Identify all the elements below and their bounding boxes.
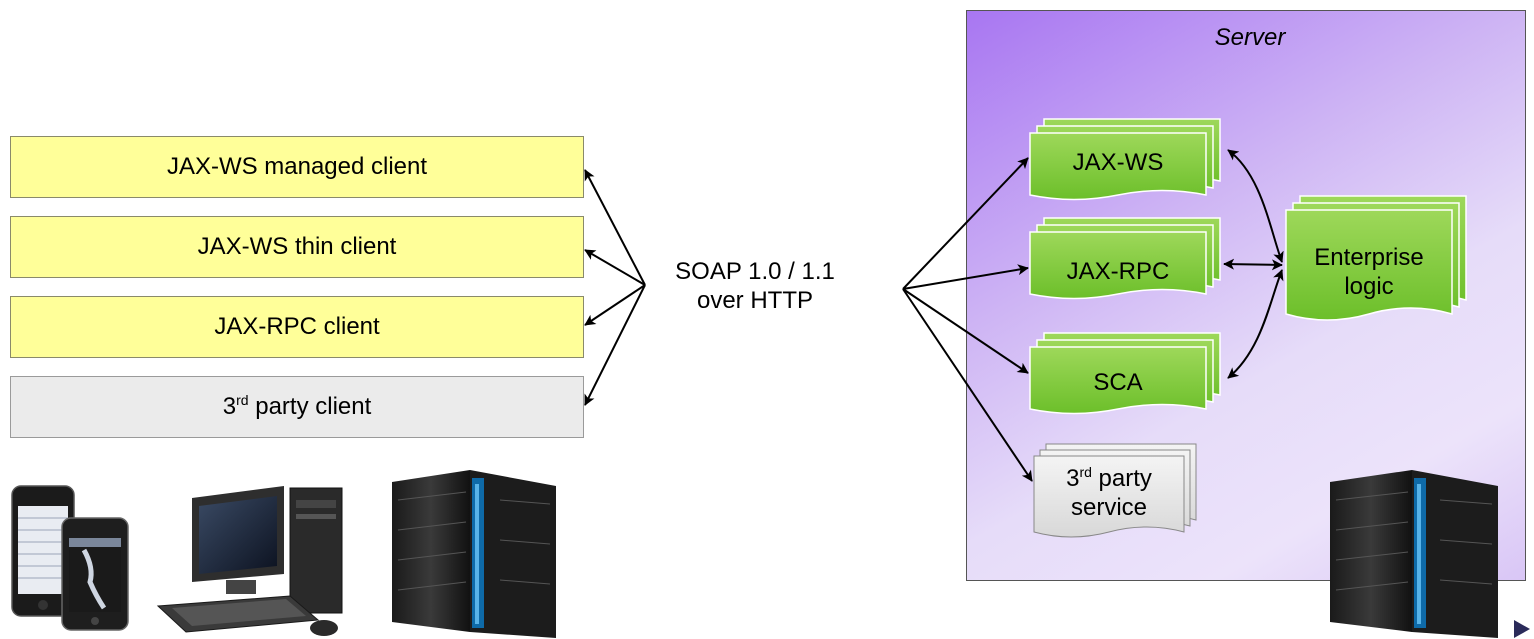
jaxrpc-service-label: JAX-RPC: [1066, 257, 1170, 285]
client-jaxrpc: JAX-RPC client: [10, 296, 584, 358]
mainframe-icon: [392, 470, 556, 638]
arrow-to-managed-client: [584, 169, 646, 286]
server-title: Server: [1214, 24, 1286, 51]
client-label: JAX-WS managed client: [166, 153, 428, 180]
arrow-sca-logic: [1227, 269, 1284, 379]
client-jaxws-thin: JAX-WS thin client: [10, 216, 584, 278]
jaxws-service-label: JAX-WS: [1072, 148, 1164, 176]
mainframe-icon: [1330, 470, 1498, 638]
arrow-to-thin-client: [584, 249, 646, 286]
client-label: JAX-WS thin client: [197, 233, 397, 260]
smartphone-icon: [11, 485, 129, 631]
arrow-jaxws-logic: [1227, 149, 1284, 263]
service-arrows: [902, 157, 1033, 482]
jaxws-service-stack: [1029, 118, 1221, 201]
jaxrpc-service-stack: [1029, 217, 1221, 300]
client-arrows: [584, 169, 646, 406]
client-third-party: 3rd party client: [10, 376, 584, 438]
next-triangle-icon: [1514, 620, 1530, 638]
enterprise-logic-stack: [1285, 195, 1467, 321]
client-jaxws-managed: JAX-WS managed client: [10, 136, 584, 198]
third-party-service-stack: [1033, 443, 1197, 538]
sca-service-stack: [1029, 332, 1221, 415]
third-party-service-label: 3rd party service: [1066, 464, 1152, 521]
client-label: JAX-RPC client: [214, 313, 380, 340]
arrow-to-third-party-client: [584, 284, 646, 406]
client-label: 3rd party client: [222, 392, 372, 420]
arrow-to-jaxrpc-client: [584, 284, 646, 326]
arrow-to-jaxrpc-service: [902, 264, 1029, 290]
arrow-jaxrpc-logic: [1223, 258, 1283, 271]
arrow-to-jaxws-service: [902, 157, 1029, 290]
logic-arrows: [1223, 149, 1284, 379]
arrow-to-sca-service: [902, 288, 1029, 374]
enterprise-logic-label: Enterprise logic: [1314, 244, 1424, 300]
protocol-label: SOAP 1.0 / 1.1 over HTTP: [675, 258, 835, 314]
sca-service-label: SCA: [1093, 368, 1143, 396]
arrow-to-third-party-service: [902, 288, 1033, 482]
desktop-computer-icon: [156, 486, 343, 636]
